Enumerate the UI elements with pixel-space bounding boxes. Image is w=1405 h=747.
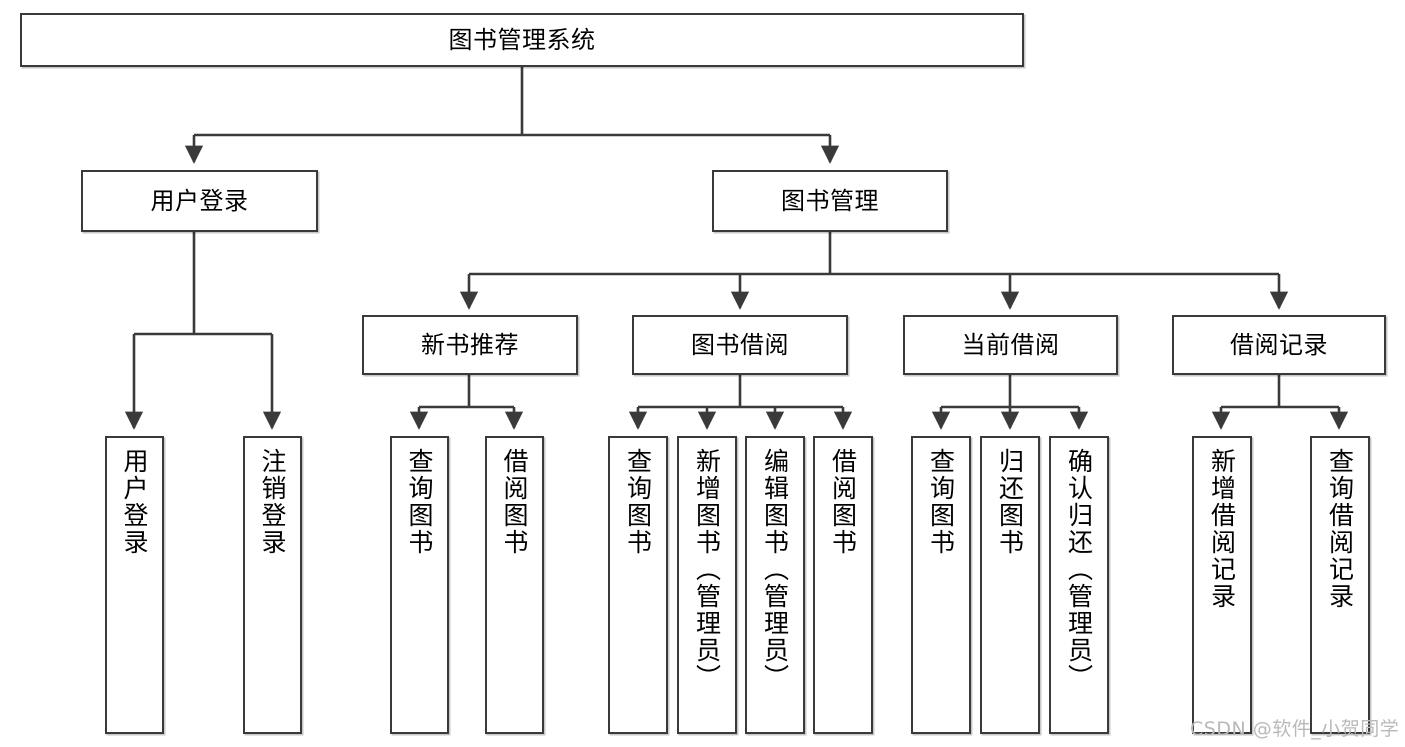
leaf-logout[interactable]: 注销登录 <box>243 436 302 734</box>
node-new-book-recommend-label: 新书推荐 <box>421 330 519 359</box>
node-user-login-label: 用户登录 <box>150 186 249 215</box>
node-borrow-record-label: 借阅记录 <box>1230 330 1328 359</box>
leaf-borrow-book-2-label: 借阅图书 <box>828 448 858 556</box>
leaf-confirm-return-label: 确认归还（管理员） <box>1064 448 1094 691</box>
node-book-management[interactable]: 图书管理 <box>712 170 948 232</box>
node-new-book-recommend[interactable]: 新书推荐 <box>362 315 578 375</box>
leaf-confirm-return[interactable]: 确认归还（管理员） <box>1049 436 1109 734</box>
watermark: CSDN @软件_小贺同学 <box>1190 718 1400 740</box>
leaf-query-book-1[interactable]: 查询图书 <box>390 436 449 734</box>
node-book-borrow[interactable]: 图书借阅 <box>632 315 848 375</box>
leaf-add-book[interactable]: 新增图书（管理员） <box>677 436 737 734</box>
node-user-login[interactable]: 用户登录 <box>81 170 318 232</box>
node-root[interactable]: 图书管理系统 <box>20 13 1024 67</box>
leaf-add-borrow-record-label: 新增借阅记录 <box>1207 448 1237 610</box>
node-book-management-label: 图书管理 <box>781 186 879 215</box>
leaf-query-borrow-record-label: 查询借阅记录 <box>1325 448 1355 610</box>
leaf-borrow-book-1-label: 借阅图书 <box>500 448 529 556</box>
leaf-query-book-3-label: 查询图书 <box>926 448 956 556</box>
leaf-query-book-2[interactable]: 查询图书 <box>608 436 668 734</box>
leaf-add-book-label: 新增图书（管理员） <box>692 448 722 691</box>
node-current-borrow[interactable]: 当前借阅 <box>903 315 1118 375</box>
leaf-query-book-3[interactable]: 查询图书 <box>911 436 971 734</box>
leaf-query-book-2-label: 查询图书 <box>623 448 653 556</box>
node-current-borrow-label: 当前借阅 <box>961 330 1060 359</box>
leaf-borrow-book-1[interactable]: 借阅图书 <box>485 436 544 734</box>
leaf-query-borrow-record[interactable]: 查询借阅记录 <box>1310 436 1370 734</box>
leaf-user-login-label: 用户登录 <box>120 448 149 556</box>
leaf-borrow-book-2[interactable]: 借阅图书 <box>813 436 873 734</box>
leaf-edit-book-label: 编辑图书（管理员） <box>760 448 790 691</box>
node-book-borrow-label: 图书借阅 <box>691 330 789 359</box>
node-root-label: 图书管理系统 <box>448 25 596 54</box>
leaf-user-login[interactable]: 用户登录 <box>105 436 164 734</box>
node-borrow-record[interactable]: 借阅记录 <box>1172 315 1386 375</box>
leaf-return-book[interactable]: 归还图书 <box>980 436 1040 734</box>
leaf-logout-label: 注销登录 <box>258 448 287 556</box>
leaf-edit-book[interactable]: 编辑图书（管理员） <box>745 436 805 734</box>
leaf-query-book-1-label: 查询图书 <box>405 448 434 556</box>
leaf-add-borrow-record[interactable]: 新增借阅记录 <box>1192 436 1252 734</box>
leaf-return-book-label: 归还图书 <box>995 448 1025 556</box>
